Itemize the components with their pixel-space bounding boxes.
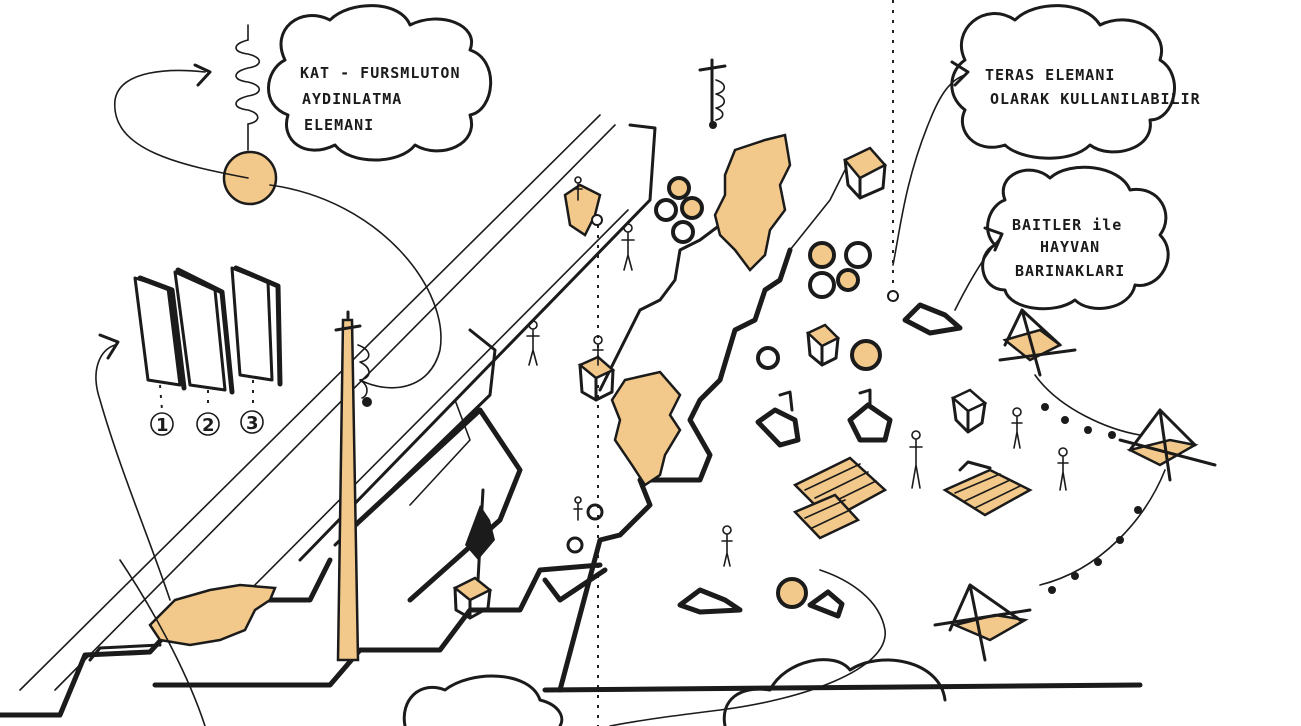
arrow-icon (195, 65, 210, 85)
shelter-note-line-1: BAITLER ile (1012, 216, 1122, 234)
shelter-note-line-3: BARINAKLARI (1015, 262, 1125, 280)
terrace-note-cloud: TERAS ELEMANI OLARAK KULLANILABILIR (952, 6, 1201, 159)
terrace-note-line-1: TERAS ELEMANI (985, 66, 1115, 84)
lighting-pole-icon (700, 60, 725, 129)
panel-options: 1 2 3 (135, 268, 280, 436)
lighting-note-line-3: ELEMANI (304, 116, 374, 134)
lighting-note-line-1: KAT - FURSMLUTON (300, 64, 461, 82)
option-number-2: 2 (202, 415, 215, 436)
string-lights-icon (1035, 375, 1165, 594)
lighting-pole-icon (336, 312, 372, 660)
arrow-icon (893, 75, 965, 265)
arrow-icon (955, 238, 1000, 310)
option-number-3: 3 (246, 413, 259, 434)
arrow-icon (115, 70, 248, 178)
lighting-note-line-2: AYDINLATMA (302, 90, 402, 108)
lighting-note-cloud: KAT - FURSMLUTON AYDINLATMA ELEMANI (268, 6, 490, 160)
dashed-guide-lines (598, 0, 893, 726)
cloud-bubble-icon (268, 6, 490, 160)
shelter-note-cloud: BAITLER ile HAYVAN BARINAKLARI (983, 167, 1169, 308)
terrace-note-line-2: OLARAK KULLANILABILIR (990, 90, 1201, 108)
shelter-note-line-2: HAYVAN (1040, 238, 1100, 256)
pendant-lamp-icon (224, 25, 276, 204)
picnic-table-icon (795, 458, 1030, 538)
sculpture-icon (465, 490, 495, 580)
diagonal-walkway (20, 115, 655, 690)
arrow-icon (96, 345, 170, 600)
option-number-1: 1 (156, 415, 169, 436)
